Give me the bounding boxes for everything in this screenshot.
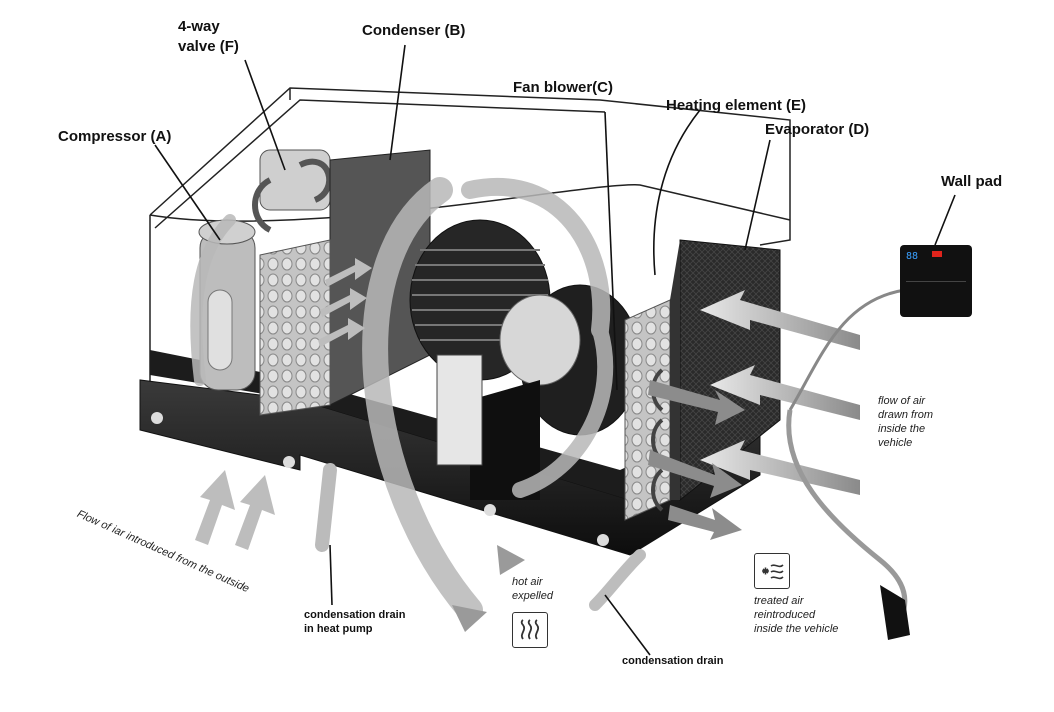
power-plug-icon [880,585,910,640]
drain-heat-pump-label-line2: in heat pump [304,623,373,635]
wall-pad-display: 88 [906,251,919,262]
hot-air-note-line1: hot air [512,576,543,588]
heating-element-label: Heating element (E) [666,97,807,114]
evaporator-label: Evaporator (D) [765,121,870,138]
power-cable [786,288,910,640]
compressor-label: Compressor (A) [58,128,172,145]
treated-air-note-line2: reintroduced [754,609,816,621]
outflow-arrows-right [648,380,745,540]
drain-hoses [315,463,646,611]
inside-air-note-line2: drawn from [878,409,934,421]
four-way-valve-part [252,149,333,233]
fan-blower-part [409,219,641,500]
wall-pad-label: Wall pad [941,173,1003,190]
drain-label: condensation drain [622,655,724,667]
arrow-heads [452,545,525,632]
intake-arrows-right [700,290,860,495]
fan-blower-label: Fan blower(C) [513,79,613,96]
wall-pad-power-button [932,251,942,257]
intake-arrows-left [195,258,372,550]
air-flow-arrows [190,177,614,623]
treated-air-note-line1: treated air [754,595,804,607]
condenser-label: Condenser (B) [362,22,466,39]
leader-lines [154,44,956,656]
heat-waves-icon [512,612,548,648]
inside-air-note-line3: inside the [878,423,926,435]
wall-pad-device: 88 [900,245,972,317]
snowflake-wave-icon [754,553,790,589]
inside-air-note-line4: vehicle [878,437,913,449]
inside-air-note-line1: flow of air [878,395,926,407]
valve-label-line1: 4-way [178,18,220,35]
drain-heat-pump-label-line1: condensation drain [304,609,406,621]
wall-pad-controls [906,281,966,306]
treated-air-note-line3: inside the vehicle [754,623,839,635]
hot-air-note-line2: expelled [512,590,553,602]
valve-label-line2: valve (F) [178,38,239,55]
